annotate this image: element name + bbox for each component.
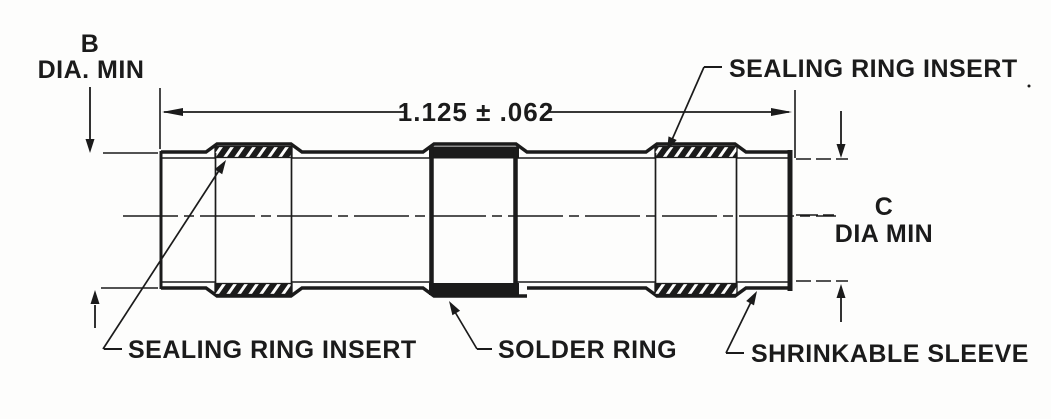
length-dimension-value: 1.125 ± .062: [398, 97, 554, 127]
shrinkable-sleeve-callout: SHRINKABLE SLEEVE: [725, 291, 1029, 368]
b-arrow-down-icon: [85, 139, 95, 153]
sealing-ring-insert-bottom-label: SEALING RING INSERT: [128, 336, 417, 364]
arrowhead-left-icon: [162, 108, 183, 116]
sealing-ring-left-bottom-band: [214, 282, 293, 296]
paper-speckle: [1027, 84, 1031, 88]
leader-line: [454, 311, 478, 350]
sealing-ring-insert-bottom-callout: SEALING RING INSERT: [102, 160, 417, 364]
b-dia-qualifier: DIA. MIN: [38, 56, 145, 84]
b-dia-letter: B: [81, 30, 100, 58]
leader-arrowhead-icon: [449, 301, 461, 316]
solder-ring-top-band: [429, 146, 519, 159]
leader-line: [725, 301, 752, 354]
length-dimension: 1.125 ± .062: [159, 88, 796, 158]
solder-ring-label: SOLDER RING: [498, 336, 677, 364]
sealing-ring-right-bottom-band: [654, 282, 738, 296]
sleeve-outer-bottom-edge: [161, 286, 791, 298]
solder-ring-bottom-band: [429, 283, 519, 295]
sealing-ring-left-top-band: [214, 145, 293, 159]
c-dia-letter: C: [875, 193, 894, 221]
sealing-ring-insert-left: [214, 145, 293, 296]
c-arrow-up-icon: [836, 284, 846, 298]
sealing-ring-insert-top-label: SEALING RING INSERT: [729, 55, 1018, 83]
sleeve-body: [159, 142, 793, 298]
leader-line: [670, 66, 705, 143]
solder-ring-section: [429, 146, 519, 295]
b-arrow-up-icon: [90, 290, 100, 304]
leader-line: [102, 168, 221, 350]
sleeve-outer-top-edge: [161, 142, 791, 154]
shrinkable-sleeve-label: SHRINKABLE SLEEVE: [751, 340, 1029, 368]
arrowhead-right-icon: [771, 108, 792, 116]
solder-ring-callout: SOLDER RING: [449, 301, 677, 364]
sealing-ring-insert-right: [654, 145, 738, 296]
c-dia-qualifier: DIA MIN: [835, 220, 933, 248]
c-arrow-down-icon: [836, 144, 846, 158]
b-dia-min-callout: B DIA. MIN: [38, 30, 158, 328]
leader-arrowhead-icon: [746, 291, 757, 306]
c-dia-min-callout: C DIA MIN: [796, 111, 933, 322]
leader-arrowhead-icon: [214, 160, 226, 175]
leader-arrowhead-icon: [667, 136, 677, 151]
sealing-ring-insert-top-callout: SEALING RING INSERT: [667, 55, 1018, 151]
sealing-ring-right-top-band: [654, 145, 738, 159]
